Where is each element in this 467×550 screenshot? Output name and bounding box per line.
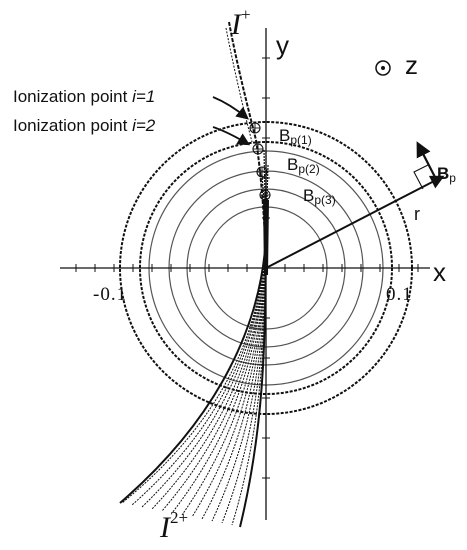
- x-axis-label: x: [433, 257, 446, 287]
- y-axis-label: y: [276, 30, 289, 60]
- ion-2plus-label: I2+: [160, 508, 189, 544]
- bp-3-label: Bp(3): [303, 186, 336, 207]
- bp-vector-label: Bp: [437, 164, 456, 185]
- right-angle-mark: [413, 164, 429, 190]
- pointer-arrow-1: [212, 96, 249, 120]
- z-axis-symbol: [375, 60, 391, 76]
- ion-plus-label: I+: [231, 5, 251, 41]
- pointer-arrow-2: [212, 126, 251, 146]
- ionization-point-2-label: Ionization point i=2: [13, 116, 156, 135]
- ionization-point-1-label: Ionization point i=1: [13, 87, 156, 106]
- z-axis-label: z: [405, 50, 418, 80]
- ionization-spray: [261, 149, 269, 201]
- bp-2-label: Bp(2): [287, 155, 320, 176]
- radius-vector: [265, 175, 445, 269]
- i2plus-trajectory-inner: [239, 235, 267, 528]
- r-label: r: [414, 204, 420, 224]
- bp-vector: [416, 141, 438, 182]
- tick-label-pos: 0.1: [386, 284, 413, 305]
- tick-label-neg: -0.1: [93, 284, 128, 305]
- iplus-trajectory-edge: [225, 27, 253, 143]
- bp-1-label: Bp(1): [279, 126, 312, 147]
- i2plus-trajectory-outer: [119, 235, 267, 504]
- x-axis-ticks: [75, 264, 419, 272]
